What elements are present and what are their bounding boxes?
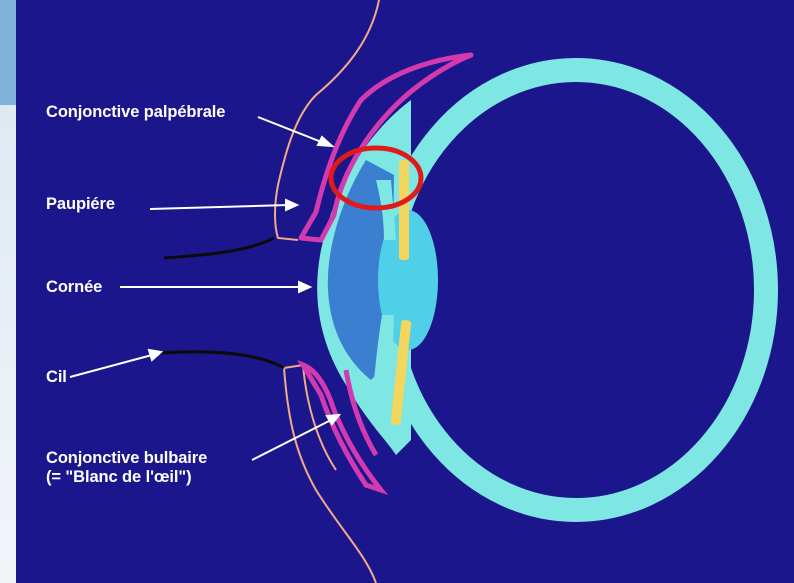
label-conjonctive-bulbaire-note: (= "Blanc de l'œil") — [46, 467, 191, 487]
iris-upper — [399, 160, 409, 260]
label-paupiere: Paupiére — [46, 194, 115, 214]
label-cil: Cil — [46, 367, 67, 387]
label-cornee: Cornée — [46, 277, 102, 297]
label-conjonctive-palpebrale: Conjonctive palpébrale — [46, 102, 225, 122]
label-conjonctive-bulbaire: Conjonctive bulbaire — [46, 448, 207, 468]
eye-diagram — [16, 0, 794, 583]
slide-accent-band-left — [0, 105, 16, 583]
